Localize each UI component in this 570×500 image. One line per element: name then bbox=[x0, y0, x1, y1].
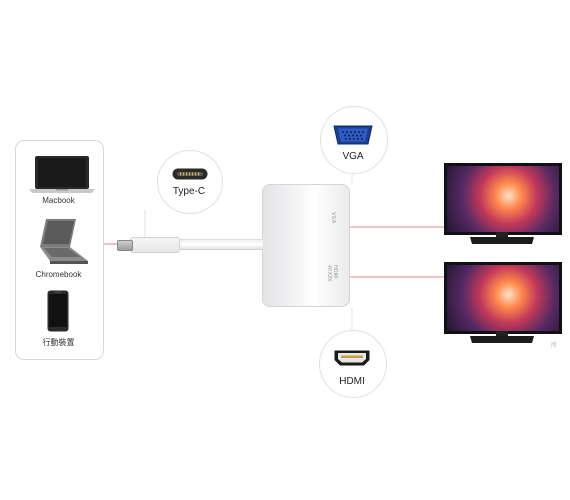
usb-c-port-icon bbox=[172, 168, 208, 180]
monitor-vga-stand bbox=[470, 232, 534, 244]
monitor-vga-screen bbox=[444, 163, 562, 235]
monitor-hdmi-stand bbox=[470, 331, 534, 343]
device-label-macbook: Macbook bbox=[42, 196, 75, 205]
adapter-hub bbox=[262, 184, 350, 307]
monitor-hdmi-screen bbox=[444, 262, 562, 334]
watermark-text: 所 bbox=[551, 343, 558, 349]
usb-c-cable bbox=[177, 239, 263, 250]
hdmi-port-icon bbox=[334, 350, 370, 366]
laptop-icon bbox=[29, 156, 95, 193]
vga-label: VGA bbox=[342, 151, 364, 162]
device-label-mobile: 行動裝置 bbox=[42, 338, 75, 347]
typec-label: Type-C bbox=[172, 186, 206, 197]
vga-port-icon bbox=[333, 125, 373, 145]
usb-c-plug bbox=[130, 237, 180, 253]
smartphone-icon bbox=[47, 290, 69, 332]
typec-bubble bbox=[157, 150, 223, 214]
usb-c-plug-tip bbox=[117, 240, 133, 251]
device-label-chromebook: Chromebook bbox=[35, 270, 82, 279]
hdmi-label: HDMI bbox=[339, 376, 365, 387]
chromebook-icon bbox=[40, 219, 88, 264]
adapter-port-hdmi-label: HDMI 4KX2K bbox=[326, 265, 338, 283]
adapter-port-vga-label: VGA bbox=[330, 212, 336, 224]
